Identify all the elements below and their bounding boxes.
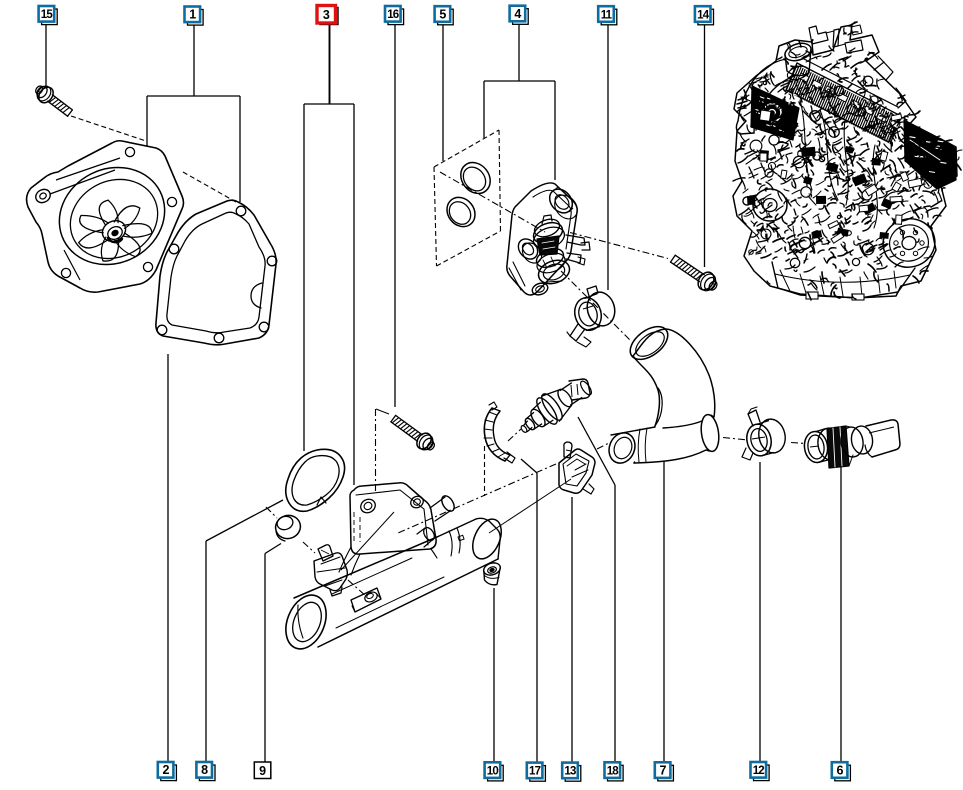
svg-text:17: 17 (529, 766, 541, 778)
svg-text:1: 1 (189, 8, 196, 22)
svg-text:12: 12 (753, 765, 765, 777)
svg-text:9: 9 (259, 764, 266, 778)
svg-text:2: 2 (163, 763, 170, 777)
svg-text:14: 14 (697, 9, 710, 21)
svg-text:13: 13 (564, 766, 576, 778)
svg-text:7: 7 (660, 763, 667, 777)
svg-text:11: 11 (601, 9, 613, 21)
svg-text:5: 5 (439, 7, 446, 21)
svg-text:4: 4 (514, 7, 521, 21)
svg-text:18: 18 (607, 765, 620, 777)
svg-text:6: 6 (837, 763, 844, 777)
svg-text:3: 3 (323, 8, 330, 22)
svg-text:15: 15 (41, 9, 54, 21)
svg-text:8: 8 (201, 763, 208, 777)
svg-text:10: 10 (487, 765, 499, 777)
svg-text:16: 16 (387, 9, 399, 21)
